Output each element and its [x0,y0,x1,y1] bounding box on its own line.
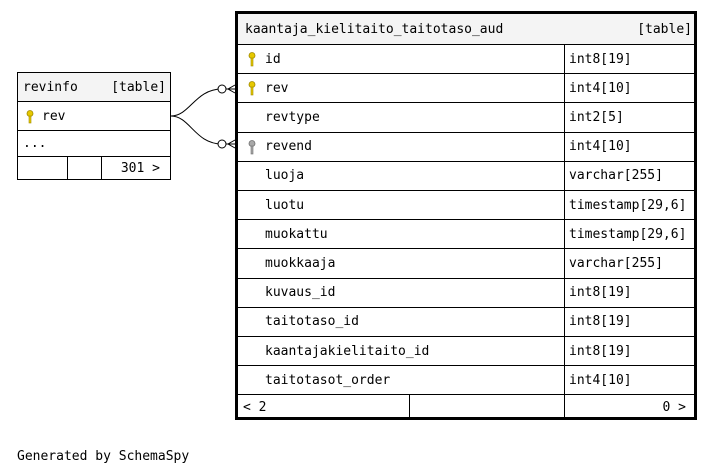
column-row-taitotaso-id[interactable]: taitotaso_id int8[19] [238,306,694,336]
column-name: kuvaus_id [265,285,336,301]
column-name: rev [42,108,66,124]
children-count[interactable]: 0 > [662,400,686,415]
generated-by-footer: Generated by SchemaSpy [17,449,190,464]
parents-count[interactable]: < 2 [243,400,267,415]
column-row-id[interactable]: id int8[19] [238,44,694,74]
column-name: taitotasot_order [265,372,391,388]
relationship-revend-many-marker [226,139,236,149]
column-row-rev[interactable]: rev int4[10] [238,73,694,103]
column-row-kuvaus-id[interactable]: kuvaus_id int8[19] [238,277,694,307]
primary-key-icon [248,81,256,100]
footer-divider [101,157,102,180]
column-row-kaantajakielitaito-id[interactable]: kaantajakielitaito_id int8[19] [238,336,694,366]
column-divider [564,132,565,161]
column-row-revtype[interactable]: revtype int2[5] [238,102,694,132]
column-name: revend [265,139,312,155]
column-divider [564,103,565,132]
table-name[interactable]: revinfo [23,79,78,95]
column-name: muokattu [265,226,328,242]
table-kind: [table] [637,21,692,37]
column-name: kaantajakielitaito_id [265,343,430,359]
column-name: rev [265,80,289,96]
column-row-taitotasot-order[interactable]: taitotasot_order int4[10] [238,365,694,395]
relationship-rev-many-marker [226,84,236,94]
column-type: varchar[255] [569,168,663,184]
column-divider [564,191,565,220]
table-header: revinfo [table] [18,73,170,101]
foreign-key-icon [248,139,256,159]
relationship-rev-line [170,88,235,117]
table-footer: < 2 0 > [238,394,694,420]
column-divider [564,45,565,74]
column-name: luoja [265,168,305,184]
table-kind: [table] [111,79,166,95]
column-type: int8[19] [569,51,632,67]
column-divider [564,366,565,395]
primary-key-icon [248,52,256,71]
column-divider [564,249,565,278]
column-row-luotu[interactable]: luotu timestamp[29,6] [238,190,694,220]
table-footer: 301 > [18,156,170,180]
column-divider [564,74,565,103]
column-type: int8[19] [569,285,632,301]
relationship-revend-optional-marker [217,139,227,149]
table-kaantaja-kielitaito-taitotaso-aud[interactable]: kaantaja_kielitaito_taitotaso_aud [table… [235,11,697,420]
column-type: int4[10] [569,372,632,388]
column-type: int4[10] [569,139,632,155]
column-type: timestamp[29,6] [569,197,687,213]
column-type: timestamp[29,6] [569,226,687,242]
primary-key-icon [26,110,34,128]
column-row-muokattu[interactable]: muokattu timestamp[29,6] [238,219,694,249]
footer-divider [409,395,410,420]
table-revinfo[interactable]: revinfo [table] rev ... 301 > [17,72,171,180]
column-name: id [265,51,281,67]
table-header: kaantaja_kielitaito_taitotaso_aud [table… [238,14,694,44]
column-type: varchar[255] [569,255,663,271]
column-row-revend[interactable]: revend int4[10] [238,131,694,161]
column-row-luoja[interactable]: luoja varchar[255] [238,160,694,190]
column-type: int8[19] [569,314,632,330]
column-name: taitotaso_id [265,314,359,330]
more-columns-ellipsis: ... [23,136,47,151]
column-type: int2[5] [569,109,624,125]
footer-divider [564,395,565,420]
more-columns-row: ... [18,130,170,156]
relationship-revend-line [170,115,235,145]
column-type: int4[10] [569,80,632,96]
column-divider [564,307,565,336]
column-type: int8[19] [569,343,632,359]
column-divider [564,337,565,366]
footer-divider [67,157,68,180]
children-count[interactable]: 301 > [120,161,160,176]
column-name: muokkaaja [265,255,336,271]
column-divider [564,161,565,190]
column-row-muokkaaja[interactable]: muokkaaja varchar[255] [238,248,694,278]
column-name: luotu [265,197,305,213]
column-row-rev[interactable]: rev [18,101,170,130]
column-divider [564,278,565,307]
table-name[interactable]: kaantaja_kielitaito_taitotaso_aud [245,21,504,37]
relationship-rev-optional-marker [217,84,227,94]
column-name: revtype [265,109,320,125]
column-divider [564,220,565,249]
